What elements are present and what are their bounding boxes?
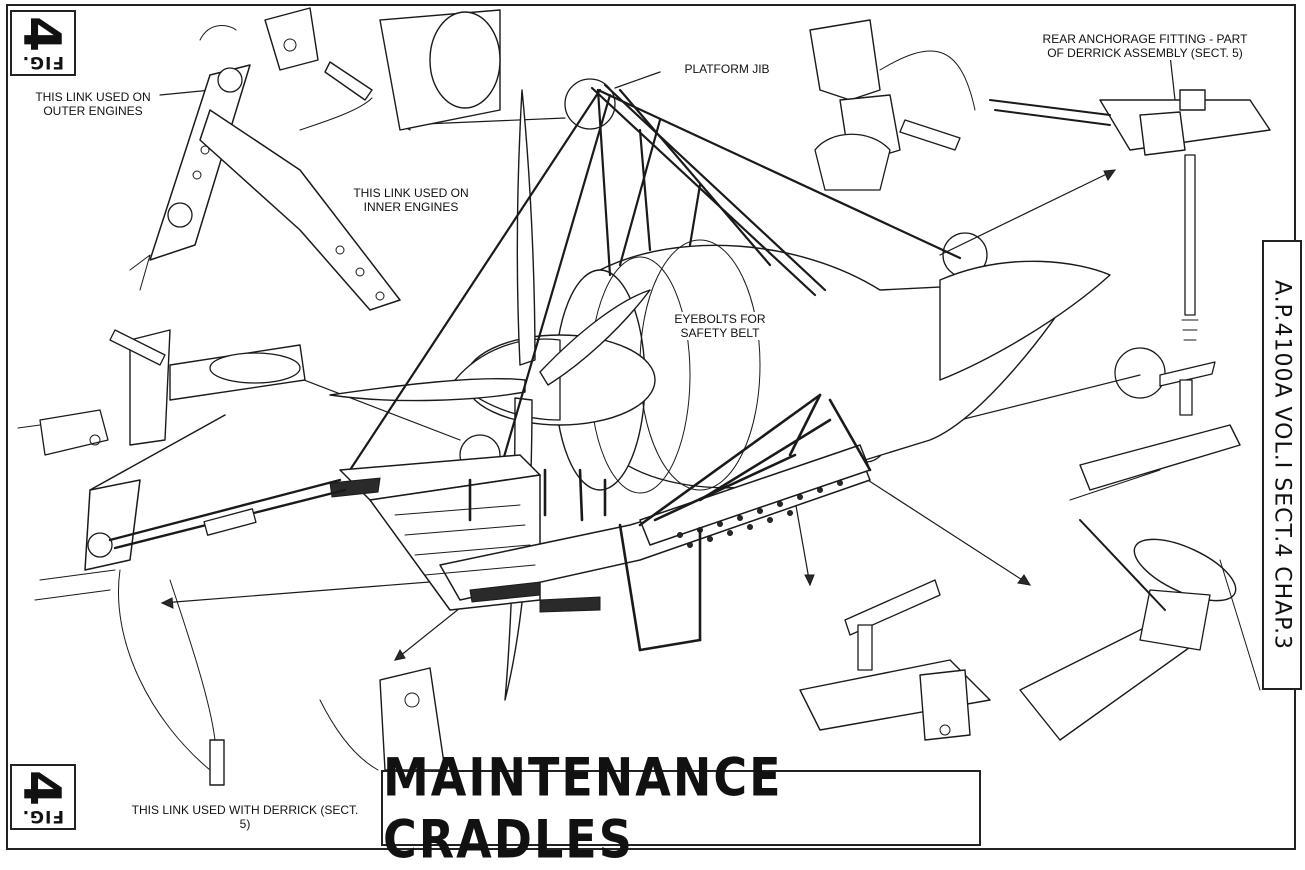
engine-nacelle — [454, 239, 1111, 494]
rear-anchorage-fitting — [989, 89, 1271, 341]
outer-engine-link — [129, 64, 251, 291]
callout-rear-anchorage: REAR ANCHORAGE FITTING - PART OF DERRICK… — [1040, 32, 1250, 60]
bottom-center-fitting — [799, 579, 991, 741]
left-clamp-detail — [17, 329, 306, 456]
derrick-link-assembly — [34, 414, 347, 786]
jib-pin-detail — [809, 19, 976, 191]
figure-number: 4 — [11, 16, 71, 53]
right-pin-detail — [1069, 361, 1241, 501]
title-box: MAINTENANCE CRADLES — [381, 746, 981, 870]
figure-label: FIG. — [21, 806, 64, 826]
callout-inner-engines: THIS LINK USED ON INNER ENGINES — [336, 186, 486, 214]
figure-number: 4 — [11, 770, 71, 807]
figure-number-box-top: 4 FIG. — [10, 10, 76, 76]
cradle-platform — [329, 444, 871, 613]
bottom-right-jaw-detail — [1019, 519, 1261, 741]
side-reference-box: A.P.4100A VOL.I SECT.4 CHAP.3 — [1262, 240, 1302, 690]
inner-engine-link — [199, 7, 401, 311]
document-reference: A.P.4100A VOL.I SECT.4 CHAP.3 — [1269, 279, 1295, 651]
cradle-frame — [468, 393, 872, 652]
arrow-heads — [160, 119, 1117, 661]
callout-platform-jib: PLATFORM JIB — [662, 62, 792, 76]
callout-derrick-link: THIS LINK USED WITH DERRICK (SECT. 5) — [130, 803, 360, 831]
page-title: MAINTENANCE CRADLES — [383, 745, 783, 870]
figure-label: FIG. — [21, 52, 64, 72]
figure-number-box-bottom: 4 FIG. — [10, 764, 76, 830]
engine-cowl-ring — [379, 9, 501, 131]
callout-outer-engines: THIS LINK USED ON OUTER ENGINES — [28, 90, 158, 118]
callout-eyebolts: EYEBOLTS FOR SAFETY BELT — [660, 312, 780, 340]
